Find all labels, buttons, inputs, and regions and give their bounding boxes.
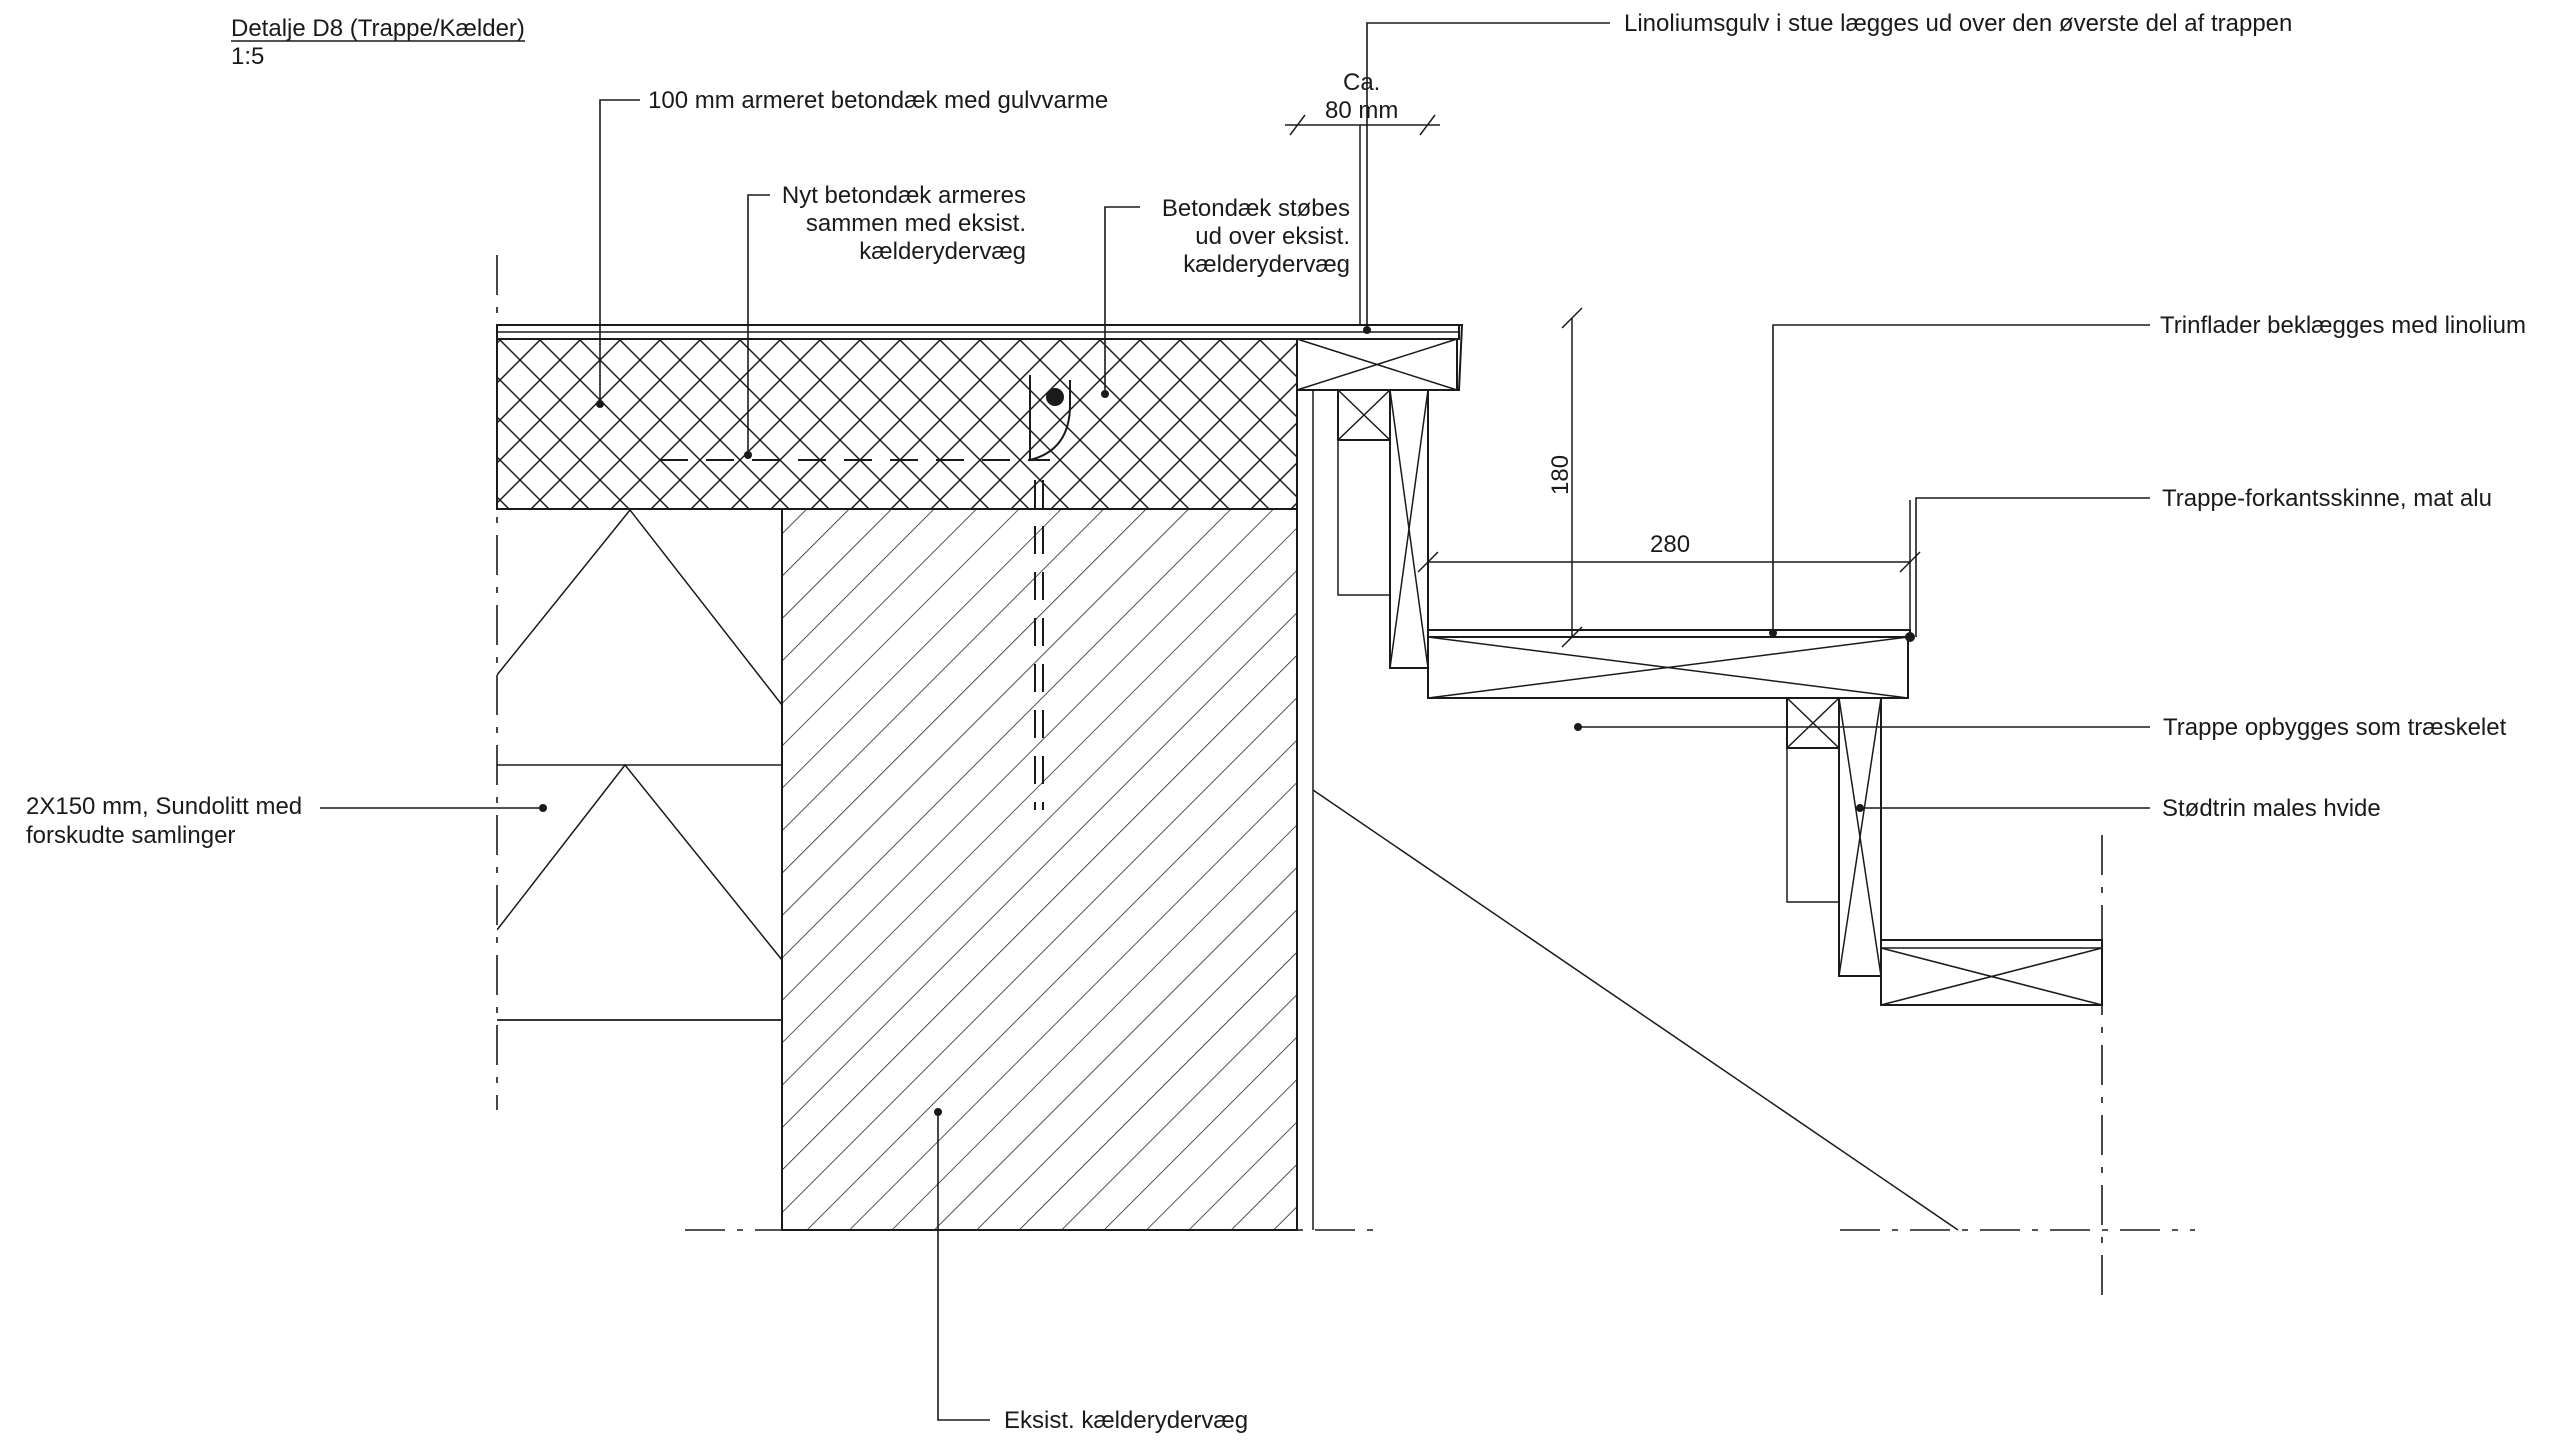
label-treads: Trinflader beklægges med linolium (2160, 312, 2526, 339)
label-insulation-1: 2X150 mm, Sundolitt med (26, 793, 302, 820)
label-timber: Trappe opbygges som træskelet (2163, 714, 2507, 741)
dot-risers (1856, 804, 1864, 812)
lower-batten-outline (1786, 748, 1839, 903)
dot-cast (1101, 390, 1109, 398)
insulation-blocks (497, 510, 782, 1021)
label-cast-1: Betondæk støbes (1162, 195, 1350, 222)
label-insulation-2: forskudte samlinger (26, 822, 235, 849)
label-nosing: Trappe-forkantsskinne, mat alu (2162, 485, 2492, 512)
drawing-scale: 1:5 (231, 43, 264, 70)
tread-x2 (1427, 636, 1909, 699)
label-cast-3: kælderydervæg (1183, 251, 1350, 278)
stair-diagonal (1312, 789, 1959, 1231)
rebar-hook (1029, 375, 1071, 462)
dot-linoleum (1363, 326, 1371, 334)
leader-deck-top (599, 99, 640, 404)
dim-rise-label: 180 (1547, 455, 1574, 495)
leader-linoleum (1366, 22, 1610, 330)
label-existing-wall: Eksist. kælderydervæg (1004, 1407, 1248, 1434)
label-new-deck-3: kælderydervæg (859, 238, 1026, 265)
dot-timber (1574, 723, 1582, 731)
leader-cast (1104, 206, 1140, 394)
upper-batten (1337, 389, 1391, 441)
existing-basement-wall (781, 508, 1298, 1231)
label-new-deck-1: Nyt betondæk armeres (782, 182, 1026, 209)
leader-nosing (1915, 497, 2150, 637)
drawing-title: Detalje D8 (Trappe/Kælder) (231, 15, 525, 42)
dot-existing-wall (934, 1108, 942, 1116)
concrete-deck (496, 338, 1298, 510)
dim-80mm-label: 80 mm (1325, 97, 1398, 124)
lower-riser-timber (1838, 697, 1882, 977)
dimension-going (1417, 500, 1921, 637)
lower-tread-x2 (1880, 947, 2103, 1006)
upper-riser-x2 (1389, 389, 1429, 669)
dimension-rise (1561, 307, 1583, 648)
dim-ca-label: Ca. (1343, 69, 1380, 96)
label-deck-top: 100 mm armeret betondæk med gulvvarme (648, 87, 1108, 114)
dot-deck-top (596, 400, 604, 408)
leader-new-deck (747, 194, 770, 455)
dot-insulation (539, 804, 547, 812)
rebar-section-dot (1046, 388, 1064, 406)
dimension-80mm (1285, 114, 1440, 325)
dot-new-deck (744, 451, 752, 459)
label-new-deck-2: sammen med eksist. (806, 210, 1026, 237)
upper-riser-timber (1389, 389, 1429, 669)
top-landing-x2 (1296, 338, 1458, 391)
label-cast-2: ud over eksist. (1195, 223, 1350, 250)
lower-tread (1880, 939, 2103, 1006)
top-nosing (1453, 324, 1464, 391)
tread-linoleum (1427, 629, 1911, 638)
leader-existing-wall (937, 1112, 990, 1421)
label-linoleum-floor: Linoliumsgulv i stue lægges ud over den … (1624, 10, 2292, 37)
lower-batten-x2 (1786, 697, 1840, 749)
leader-treads (1772, 324, 2150, 633)
upper-batten-outline (1337, 440, 1390, 596)
upper-batten-x2 (1337, 389, 1391, 441)
label-risers: Stødtrin males hvide (2162, 795, 2381, 822)
dot-treads (1769, 629, 1777, 637)
dim-going-label: 280 (1650, 531, 1690, 558)
lower-riser-x2 (1838, 697, 1882, 977)
